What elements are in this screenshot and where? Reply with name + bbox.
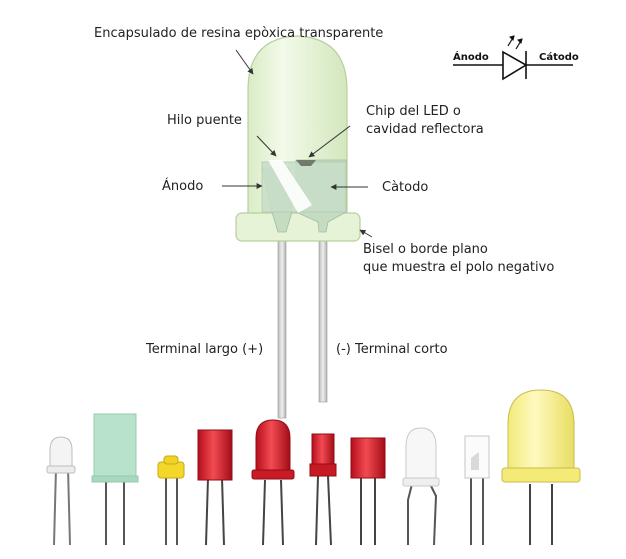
flange [235,212,361,242]
label-terminal-largo: Terminal largo (+) [146,342,264,357]
red-rectangular-led [197,429,233,546]
bisel-arrow [359,229,373,238]
white-clear-led [46,436,76,546]
label-anodo: Ánodo [162,179,204,194]
hilo-arrow [256,135,277,157]
white-diffused-led [402,427,440,546]
label-bisel-line1: Bisel o borde plano [363,242,488,257]
led-samples-row [46,389,581,546]
bond-wire-strip [268,160,312,213]
symbol-anodo-label: Ánodo [453,52,489,63]
label-encapsulado: Encapsulado de resina epòxica transparen… [94,26,384,41]
label-hilo-puente: Hilo puente [167,113,242,128]
long-lead [277,231,287,419]
label-chip-line1: Chip del LED o [366,104,461,119]
chip-cavity [296,160,316,166]
annotation-lines [222,49,373,238]
label-chip-line2: cavidad reflectora [366,122,484,137]
label-catodo: Càtodo [382,180,429,195]
diode-symbol [453,35,573,81]
red-round-led [251,419,295,546]
yellow-large-round-led [501,389,581,545]
big-led [235,35,361,419]
yellow-mini-led [157,455,185,545]
label-terminal-corto: (-) Terminal corto [336,342,448,357]
green-rectangular-led [91,413,139,545]
clear-rectangular-led [464,435,490,545]
red-small-rectangular-led [309,433,337,546]
short-lead [318,231,328,403]
chip-arrow [308,125,351,158]
encapsulado-arrow [235,49,254,75]
red-square-led [350,437,386,545]
symbol-catodo-label: Cátodo [539,52,579,63]
label-bisel-line2: que muestra el polo negativo [363,260,555,275]
